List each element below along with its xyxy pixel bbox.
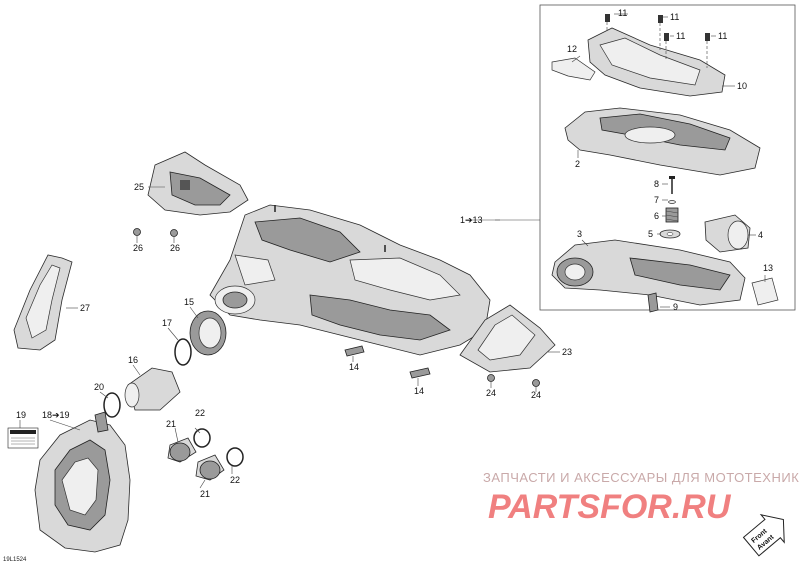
callout-11-c: 11 [676,31,685,41]
callout-4: 4 [758,230,763,240]
part-14-bracket-b[interactable] [409,367,431,379]
callout-20: 20 [94,382,104,392]
part-11-screw-c[interactable] [664,33,669,60]
callout-5: 5 [648,229,653,239]
part-22-clamp-a[interactable] [193,428,211,448]
callout-18-to-19: 18➔19 [42,410,70,420]
callout-10: 10 [737,81,747,91]
part-6-spring[interactable] [665,207,679,223]
part-14-bracket-a[interactable] [344,345,365,357]
callout-24-a: 24 [486,388,496,398]
callout-26-a: 26 [133,243,143,253]
watermark-tagline: ЗАПЧАСТИ И АКСЕССУАРЫ ДЛЯ МОТОТЕХНИКИ [483,470,800,485]
callout-15: 15 [184,297,194,307]
callout-23: 23 [562,347,572,357]
callout-19: 19 [16,410,26,420]
part-23-side-grille[interactable] [459,304,556,373]
callout-27: 27 [80,303,90,313]
callout-9: 9 [673,302,678,312]
part-21-coupler-b[interactable] [195,454,225,481]
part-20-clamp[interactable] [103,392,121,418]
part-26-clip-a[interactable] [133,228,141,236]
callout-11-b: 11 [670,12,679,22]
leader-lines [19,13,766,489]
callout-14-b: 14 [414,386,424,396]
callout-6: 6 [654,211,659,221]
callout-16: 16 [128,355,138,365]
part-27-foam-filter[interactable] [13,254,73,351]
part-16-intake-boot[interactable] [124,367,181,411]
callout-1-to-13: 1➔13 [460,215,483,225]
part-3-lower-housing[interactable] [551,239,746,306]
callout-24-b: 24 [531,390,541,400]
part-11-screw-d[interactable] [705,33,710,68]
callout-25: 25 [134,182,144,192]
watermark-logo: PARTSFOR.RU [488,488,732,526]
callout-11-d: 11 [718,31,727,41]
detail-inset-frame [539,4,796,311]
callout-11-a: 11 [618,8,627,18]
part-10-upper-cover[interactable] [587,27,726,97]
part-26-clip-b[interactable] [170,229,178,237]
callout-12: 12 [567,44,577,54]
part-25-intake-duct[interactable] [147,151,249,216]
diagram-code: 19L1524 [3,557,27,563]
callout-13: 13 [763,263,773,273]
part-24-nut-b[interactable] [532,379,540,387]
part-22-clamp-b[interactable] [226,447,244,467]
part-18-lower-cover[interactable] [34,411,131,553]
part-9-drain[interactable] [647,292,659,313]
part-15-adapter-ring[interactable] [189,310,227,356]
part-13-foam-pad[interactable] [751,277,779,306]
part-17-clamp[interactable] [174,338,192,366]
callout-8: 8 [654,179,659,189]
part-24-nut-a[interactable] [487,374,495,382]
part-12-seal-strip[interactable] [551,57,596,81]
callout-26-b: 26 [170,243,180,253]
callout-14-a: 14 [349,362,359,372]
part-2-airbox-base[interactable] [564,107,761,176]
callout-21-b: 21 [200,489,210,499]
callout-22-b: 22 [230,475,240,485]
callout-22-a: 22 [195,408,205,418]
part-11-screw-a[interactable] [605,14,610,32]
part-11-screw-b[interactable] [658,15,663,50]
part-19-warning-decal[interactable] [7,427,39,449]
part-1-main-airbox[interactable] [209,204,491,356]
front-direction-arrow: Front Avant [742,513,785,557]
callout-17: 17 [162,318,172,328]
part-5-grommet[interactable] [659,229,681,239]
part-21-coupler-a[interactable] [167,437,197,463]
callout-3: 3 [577,229,582,239]
callout-21-a: 21 [166,419,176,429]
callout-7: 7 [654,195,659,205]
part-8-bolt[interactable] [669,176,675,194]
part-4-air-filter[interactable] [704,214,751,253]
part-7-washer[interactable] [668,200,676,204]
callout-2: 2 [575,159,580,169]
